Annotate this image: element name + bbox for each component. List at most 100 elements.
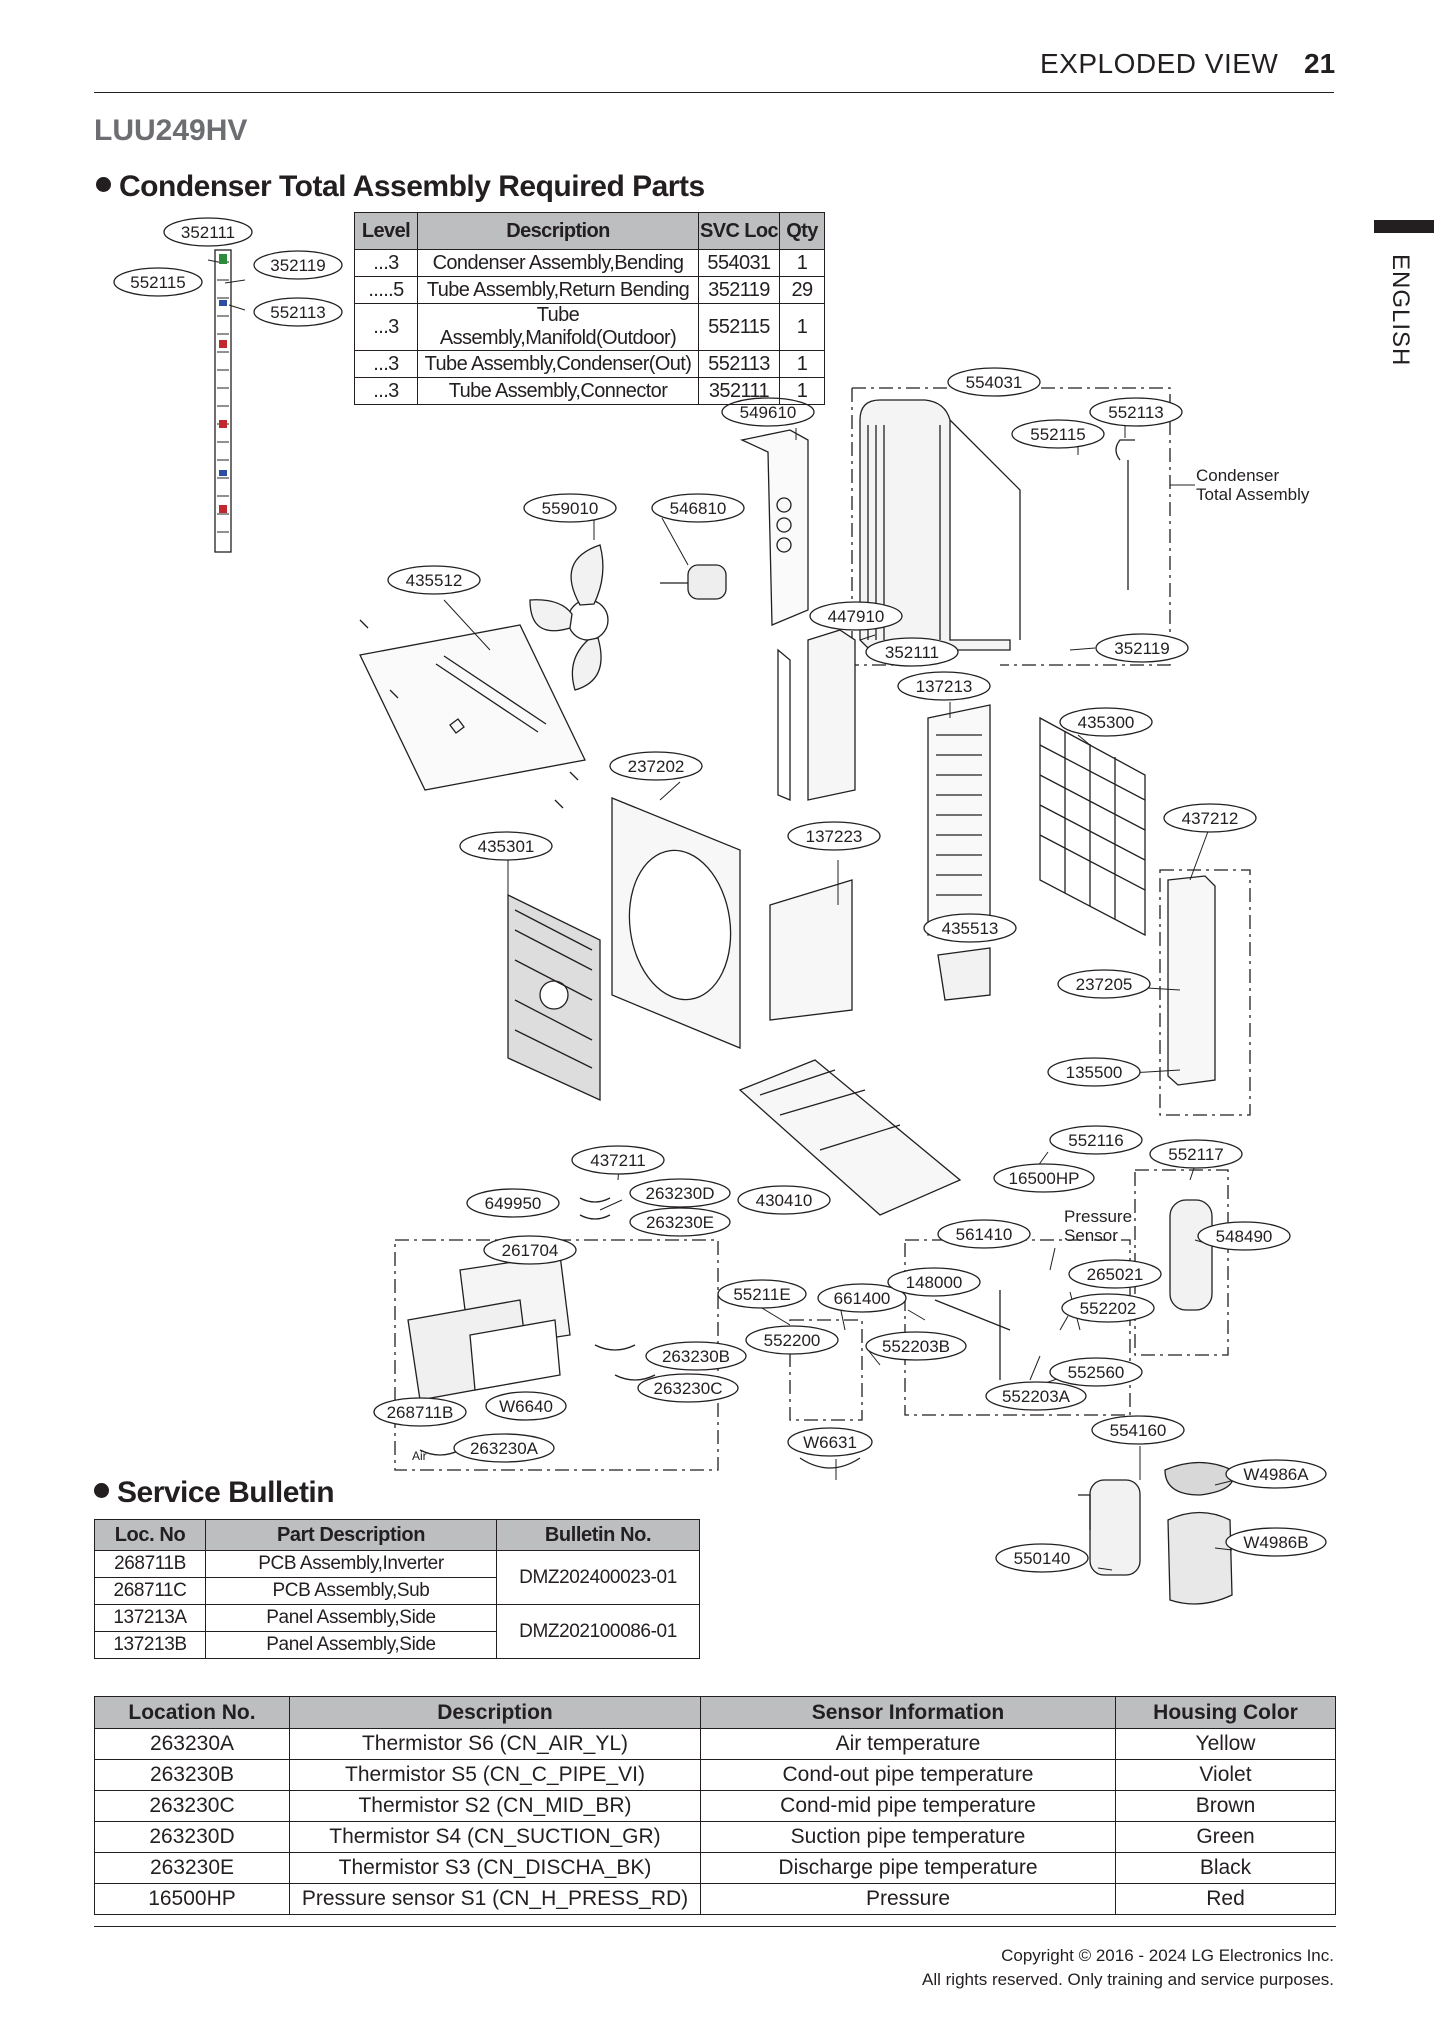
callout-label: 237202 <box>628 757 685 776</box>
page-header-title: EXPLODED VIEW <box>1040 48 1279 79</box>
cell: Yellow <box>1115 1728 1336 1760</box>
callout-label: 16500HP <box>1009 1169 1080 1188</box>
table-row: .....5 Tube Assembly,Return Bending 3521… <box>354 276 825 304</box>
column-header: Housing Color <box>1115 1696 1336 1729</box>
base-pan-illustration <box>738 1059 962 1216</box>
condenser-heading-text: Condenser Total Assembly Required Parts <box>119 170 705 203</box>
bullet-icon <box>96 177 111 192</box>
callout-label: 552203B <box>882 1337 950 1356</box>
callout-label: 261704 <box>502 1241 559 1260</box>
cell: 352111 <box>698 377 780 405</box>
cell: Pressure sensor S1 (CN_H_PRESS_RD) <box>289 1883 701 1915</box>
callout-label: 435300 <box>1078 713 1135 732</box>
cell: 554031 <box>698 249 780 277</box>
side-panel-box <box>1159 869 1251 1116</box>
top-cover-illustration <box>359 619 586 809</box>
sensor-cable <box>799 1457 861 1469</box>
table-row: ...3 Tube Assembly,Condenser(Out) 552113… <box>354 350 825 378</box>
cell: ...3 <box>354 377 418 405</box>
table-row: 16500HP Pressure sensor S1 (CN_H_PRESS_R… <box>94 1883 1336 1915</box>
callout-label: 649950 <box>485 1194 542 1213</box>
column-header: Description <box>289 1696 701 1729</box>
column-header: Loc. No <box>94 1519 206 1551</box>
cell: Brown <box>1115 1790 1336 1822</box>
pressure-sensor-note: Sensor <box>1064 1226 1118 1245</box>
condenser-section-heading: Condenser Total Assembly Required Parts <box>96 170 705 204</box>
callout-label: W4986A <box>1243 1465 1309 1484</box>
cabinet-front-illustration <box>611 797 741 1049</box>
callout-label: 546810 <box>670 499 727 518</box>
column-header: SVC Loc <box>698 212 780 250</box>
cell: Suction pipe temperature <box>700 1821 1116 1853</box>
side-cover-illustration <box>769 879 853 1021</box>
table-row: 263230D Thermistor S4 (CN_SUCTION_GR) Su… <box>94 1821 1336 1853</box>
service-bulletin-table: Loc. No Part Description Bulletin No. 26… <box>94 1519 700 1659</box>
cell: PCB Assembly,Inverter <box>205 1550 497 1578</box>
cell: 1 <box>779 249 825 277</box>
callout-label: 263230D <box>645 1184 714 1203</box>
cell: Pressure <box>700 1883 1116 1915</box>
callout-label: 552200 <box>764 1331 821 1350</box>
cell: 263230B <box>94 1759 290 1791</box>
control-box-panel <box>739 429 809 626</box>
callout-label: 352111 <box>181 223 235 242</box>
cell: 263230E <box>94 1852 290 1884</box>
model-name: LUU249HV <box>94 114 248 147</box>
rights-line: All rights reserved. Only training and s… <box>922 1970 1334 1989</box>
callout-label: 554160 <box>1110 1421 1167 1440</box>
expansion-valve-box <box>789 1319 863 1421</box>
callout-label: 552202 <box>1080 1299 1137 1318</box>
cell: Tube Assembly,Condenser(Out) <box>417 350 699 378</box>
callout-label: 268711B <box>387 1403 454 1422</box>
cell: Thermistor S5 (CN_C_PIPE_VI) <box>289 1759 701 1791</box>
table-row: 268711B PCB Assembly,Inverter DMZ2024000… <box>94 1550 700 1605</box>
cell: Condenser Assembly,Bending <box>417 249 699 277</box>
header-rule <box>94 92 1334 93</box>
callout-label: 263230A <box>470 1439 539 1458</box>
air-note: Air <box>412 1449 427 1463</box>
table-row: 263230C Thermistor S2 (CN_MID_BR) Cond-m… <box>94 1790 1336 1822</box>
cell: 268711B <box>94 1550 206 1578</box>
footer-rule <box>94 1926 1336 1927</box>
callout-label: 352111 <box>885 643 939 662</box>
callout-label: 237205 <box>1076 975 1133 994</box>
table-row: 137213B Panel Assembly,Side <box>94 1631 700 1659</box>
cell: Thermistor S3 (CN_DISCHA_BK) <box>289 1852 701 1884</box>
pcb-assembly-illustration <box>407 1254 571 1401</box>
bulletin-number: DMZ202100086-01 <box>496 1604 700 1659</box>
callout-label: 430410 <box>756 1191 813 1210</box>
callout-label: 435513 <box>942 919 999 938</box>
column-header: Location No. <box>94 1696 290 1729</box>
cell: 263230A <box>94 1728 290 1760</box>
callout-label: 435301 <box>478 837 535 856</box>
cell: 29 <box>779 276 825 304</box>
condenser-assembly-note: Condenser <box>1196 466 1280 485</box>
language-tab: ENGLISH <box>1374 220 1434 370</box>
table-row: 263230B Thermistor S5 (CN_C_PIPE_VI) Con… <box>94 1759 1336 1791</box>
table-row: 263230E Thermistor S3 (CN_DISCHA_BK) Dis… <box>94 1852 1336 1884</box>
callout-label: 265021 <box>1087 1265 1144 1284</box>
callout-label: 137213 <box>916 677 973 696</box>
cell: 352119 <box>698 276 780 304</box>
callout-label: 148000 <box>906 1273 963 1292</box>
column-header: Sensor Information <box>700 1696 1116 1729</box>
front-grille-illustration <box>507 893 601 1102</box>
callout-label: 447910 <box>828 607 885 626</box>
callout-label: 661400 <box>834 1289 891 1308</box>
condenser-assembly-note: Total Assembly <box>1196 485 1310 504</box>
cell: 263230C <box>94 1790 290 1822</box>
table-row: 268711C PCB Assembly,Sub <box>94 1577 700 1605</box>
cell: 16500HP <box>94 1883 290 1915</box>
callout-label: 561410 <box>956 1225 1013 1244</box>
cell: 1 <box>779 350 825 378</box>
column-header: Description <box>417 212 699 250</box>
manifold-tube <box>1115 439 1135 590</box>
service-bulletin-heading: Service Bulletin <box>94 1476 335 1510</box>
service-bulletin-heading-text: Service Bulletin <box>117 1476 335 1509</box>
cell: 263230D <box>94 1821 290 1853</box>
callout-label: W6631 <box>803 1433 857 1452</box>
column-header: Part Description <box>205 1519 497 1551</box>
callout-label: 263230E <box>646 1213 714 1232</box>
accumulator-illustration <box>1169 1199 1213 1311</box>
